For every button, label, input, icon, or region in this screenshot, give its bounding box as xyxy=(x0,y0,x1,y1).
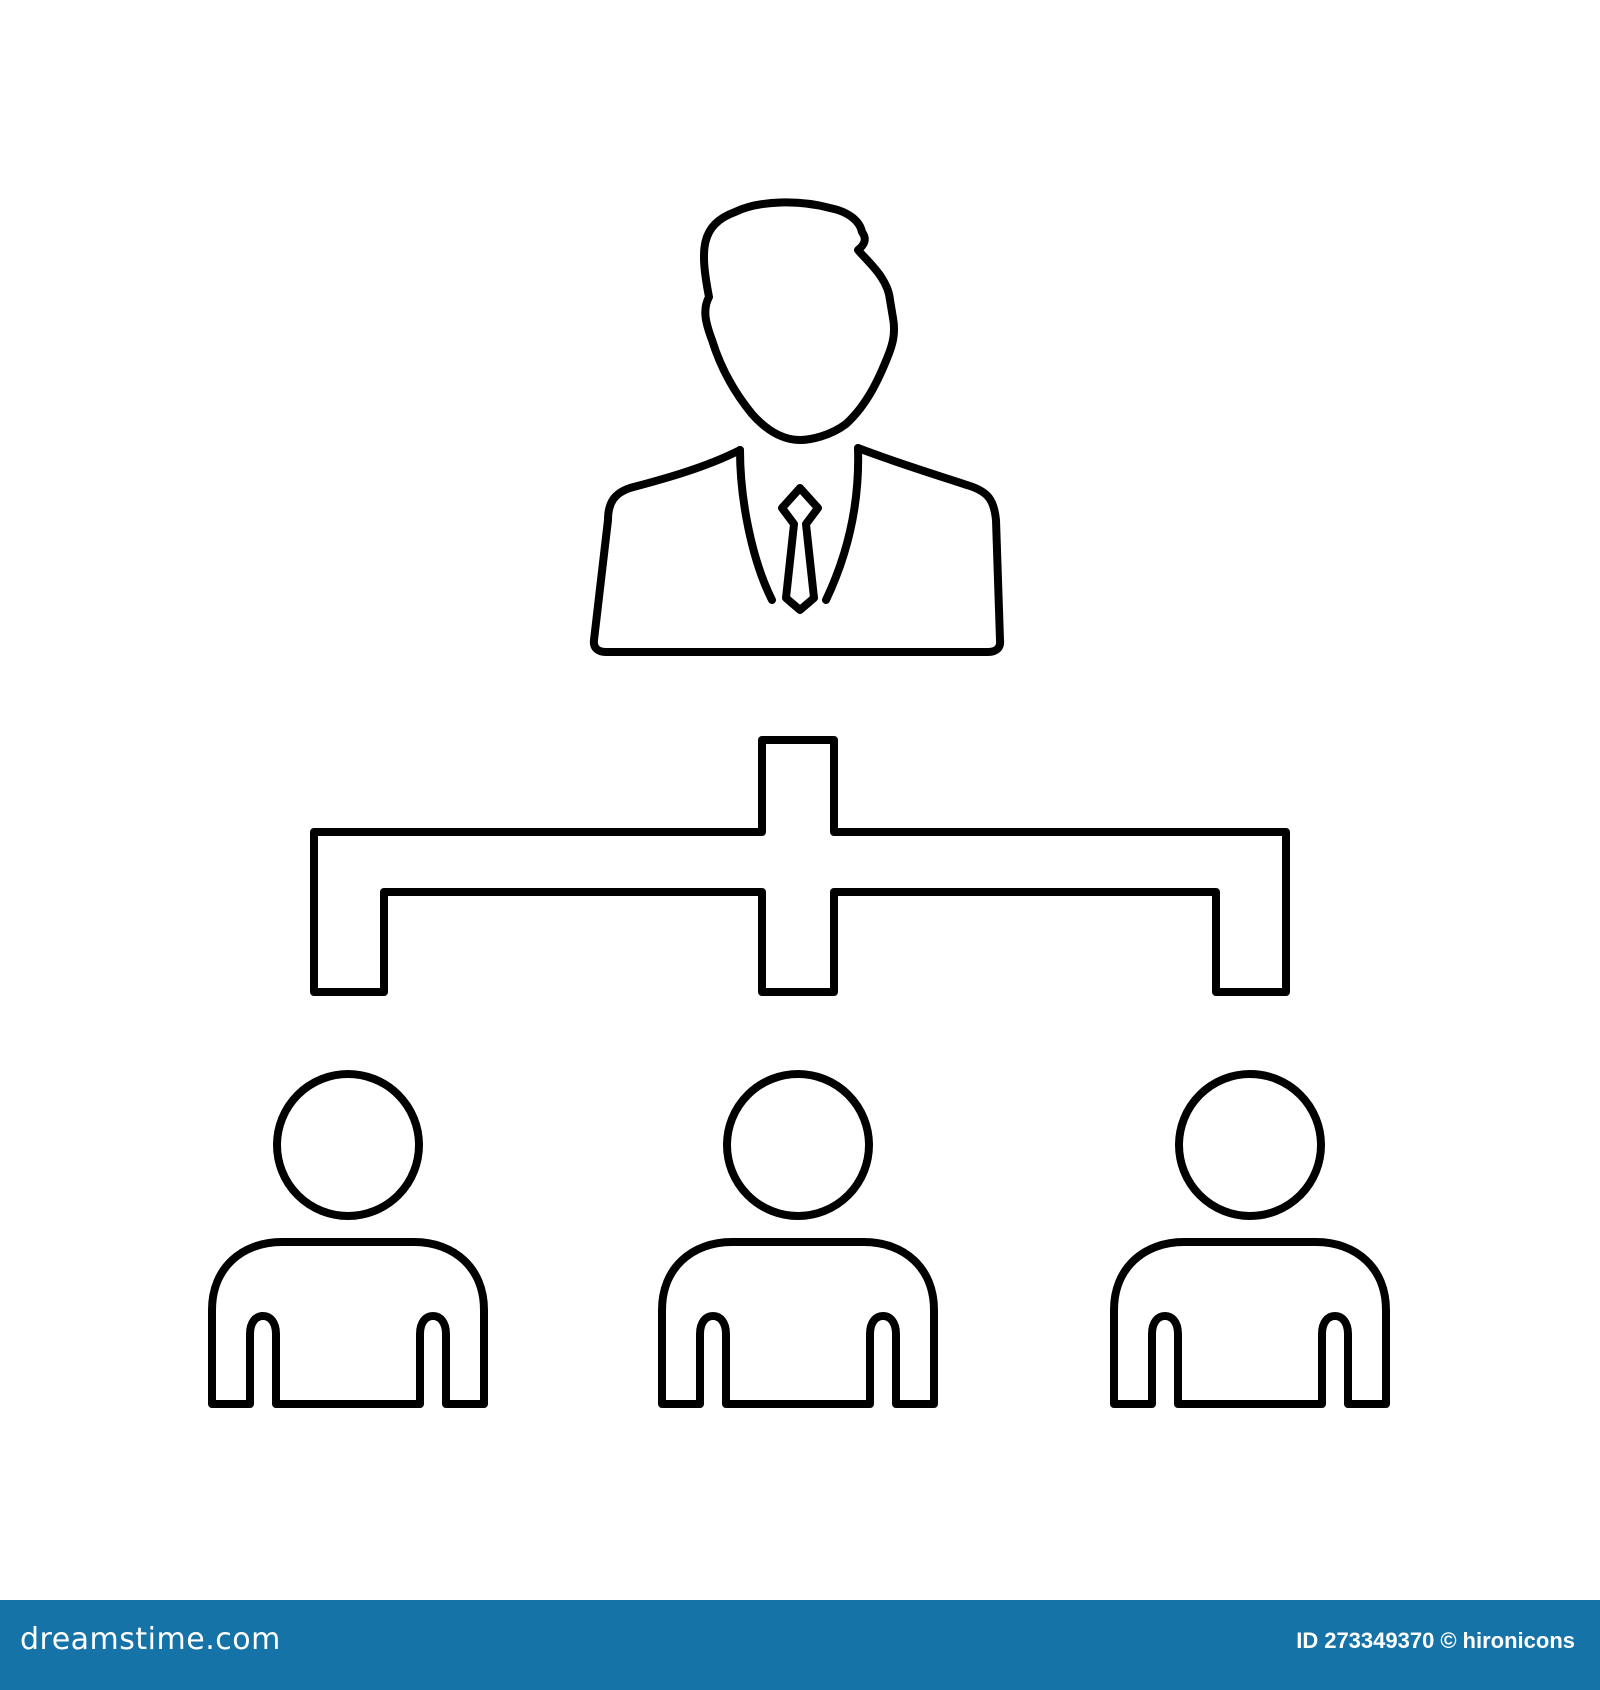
org-tree-connector xyxy=(310,736,1290,996)
person-body xyxy=(658,1238,938,1408)
person-icon xyxy=(658,1070,938,1408)
id-number: 273349370 xyxy=(1324,1628,1435,1653)
author-name: hironicons xyxy=(1462,1628,1575,1653)
hierarchy-diagram xyxy=(208,198,1390,1408)
person-body xyxy=(1110,1238,1390,1408)
icon-canvas xyxy=(208,198,1390,1408)
id-label: ID xyxy=(1296,1628,1319,1653)
manager-icon xyxy=(589,198,1005,656)
person-body xyxy=(208,1238,488,1408)
brand-wordmark: dreamstime.com xyxy=(20,1622,281,1657)
manager-body xyxy=(589,444,1005,656)
person-icon xyxy=(208,1070,488,1408)
person-head xyxy=(723,1070,873,1220)
person-head xyxy=(273,1070,423,1220)
manager-shirt-right xyxy=(822,444,863,604)
tie-icon xyxy=(778,484,822,614)
manager-head xyxy=(700,198,899,444)
manager-shirt-left xyxy=(736,446,776,604)
person-icon xyxy=(1110,1070,1390,1408)
person-head xyxy=(1175,1070,1325,1220)
copyright-symbol: © xyxy=(1440,1628,1457,1653)
